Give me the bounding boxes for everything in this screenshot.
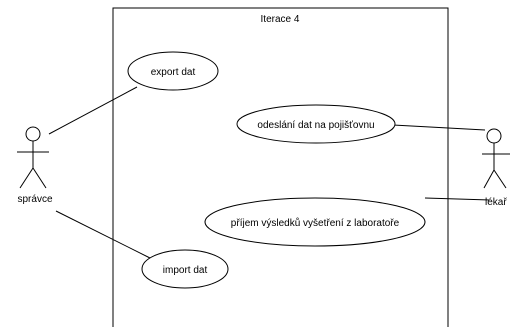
actor-lekar[interactable]: lékař: [482, 128, 510, 208]
actor-right-leg: [32, 167, 47, 189]
association-odeslani-lekar: [392, 124, 486, 131]
use-case-export-dat-label: export dat: [151, 67, 196, 78]
actor-spravce[interactable]: správce: [17, 126, 53, 205]
system-boundary-title: Iterace 4: [261, 14, 300, 25]
use-case-import-dat-label: import dat: [163, 265, 208, 276]
actor-spravce-label: správce: [17, 194, 52, 205]
use-case-odeslani-dat-label: odeslání dat na pojišťovnu: [257, 120, 374, 131]
association-lekar-stub: [424, 197, 491, 201]
actor-head: [25, 126, 41, 142]
association-spravce-import: [55, 210, 151, 259]
actor-head: [486, 128, 502, 144]
use-case-odeslani-dat[interactable]: odeslání dat na pojišťovnu: [236, 104, 396, 144]
actor-left-leg: [483, 169, 495, 189]
use-case-ellipse: [204, 197, 426, 247]
use-case-ellipse: [236, 104, 396, 144]
use-case-import-dat[interactable]: import dat: [141, 249, 229, 289]
use-case-export-dat[interactable]: export dat: [127, 51, 219, 91]
system-boundary-frame: [112, 7, 449, 327]
system-boundary: Iterace 4: [112, 7, 449, 327]
actor-left-leg: [19, 167, 34, 189]
use-case-prijem-vysledku-label: příjem výsledků vyšetření z laboratoře: [231, 217, 400, 229]
association-spravce-export: [48, 86, 138, 135]
use-case-prijem-vysledku[interactable]: příjem výsledků vyšetření z laboratoře: [204, 197, 426, 247]
actor-lekar-label: lékař: [485, 197, 507, 208]
use-case-ellipse: [127, 51, 219, 91]
actor-right-leg: [493, 169, 507, 189]
associations: [48, 86, 491, 259]
use-case-ellipse: [141, 249, 229, 289]
